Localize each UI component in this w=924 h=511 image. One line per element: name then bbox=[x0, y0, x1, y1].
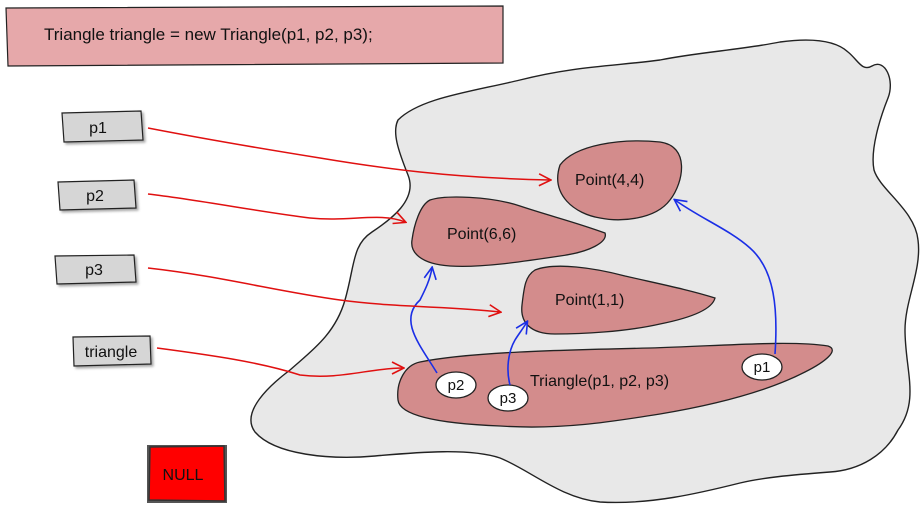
point-1-1-label: Point(1,1) bbox=[555, 292, 624, 309]
null-label: NULL bbox=[163, 467, 204, 484]
triangle-field-p2: p2 bbox=[435, 371, 477, 399]
triangle-field-p1: p1 bbox=[741, 353, 783, 381]
variable-p3: p3 bbox=[54, 254, 137, 285]
code-line-text: Triangle triangle = new Triangle(p1, p2,… bbox=[44, 25, 373, 44]
reference-arrow-p2 bbox=[147, 193, 405, 222]
reference-arrow-p1 bbox=[147, 127, 550, 180]
triangle-object-label: Triangle(p1, p2, p3) bbox=[530, 373, 669, 390]
svg-text:p2: p2 bbox=[448, 377, 465, 394]
svg-text:p1: p1 bbox=[754, 359, 771, 376]
reference-arrow-triangle bbox=[156, 347, 403, 377]
svg-text:p3: p3 bbox=[85, 262, 103, 279]
variable-p2: p2 bbox=[57, 179, 137, 211]
reference-arrow-p3 bbox=[147, 267, 500, 312]
svg-text:p2: p2 bbox=[86, 188, 104, 205]
point-6-6-object: Point(6,6) bbox=[411, 196, 606, 268]
field-arrow-p1-to-point-4-4 bbox=[675, 200, 777, 355]
variable-p1: p1 bbox=[61, 110, 144, 143]
point-4-4-object: Point(4,4) bbox=[557, 140, 683, 221]
svg-text:triangle: triangle bbox=[85, 344, 138, 361]
null-box: NULL bbox=[147, 445, 227, 503]
svg-text:p1: p1 bbox=[89, 120, 107, 137]
variable-triangle: triangle bbox=[72, 335, 152, 367]
point-4-4-label: Point(4,4) bbox=[575, 172, 644, 189]
point-6-6-label: Point(6,6) bbox=[447, 226, 516, 243]
point-1-1-object: Point(1,1) bbox=[521, 265, 716, 335]
triangle-field-p3: p3 bbox=[487, 384, 529, 412]
code-line-box: Triangle triangle = new Triangle(p1, p2,… bbox=[5, 5, 504, 67]
field-arrow-p3-to-point-1-1 bbox=[507, 322, 527, 386]
field-arrow-p2-to-point-6-6 bbox=[409, 268, 438, 374]
svg-text:p3: p3 bbox=[500, 390, 517, 407]
